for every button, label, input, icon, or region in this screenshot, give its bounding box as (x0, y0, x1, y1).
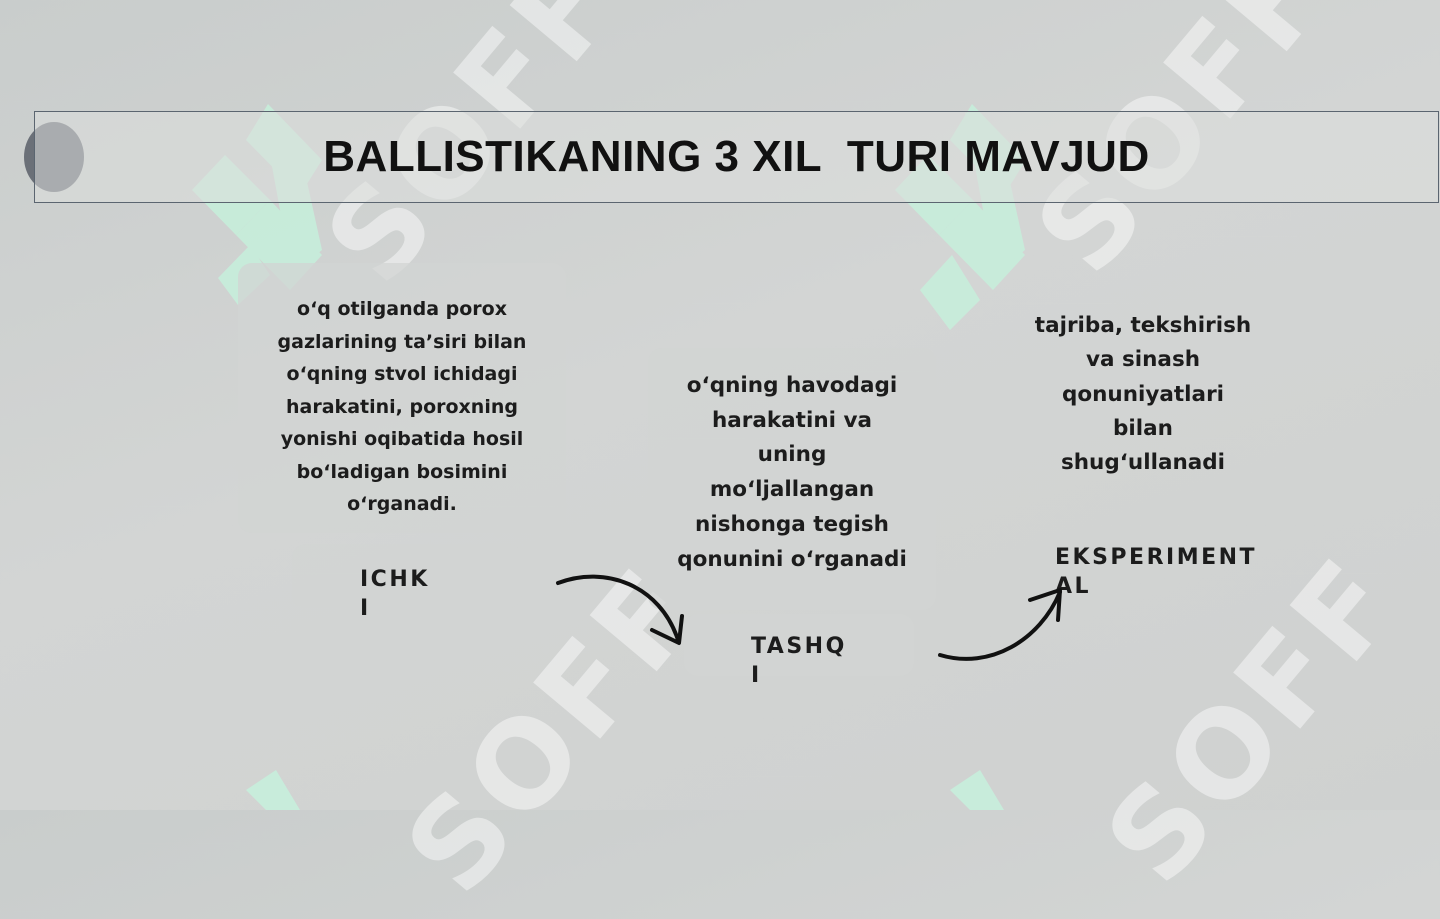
flow-arrows (556, 574, 1062, 661)
page-title: BALLISTIKANING 3 XIL TURI MAVJUD (323, 132, 1150, 181)
description-ichki: o‘q otilganda porox gazlarining ta’siri … (277, 298, 527, 515)
label-tashqi: TASHQ I (751, 634, 847, 688)
description-panel-tashqi (648, 348, 936, 610)
label-eksperimental: EKSPERIMENT AL (1055, 545, 1258, 599)
arrow-tashqi-to-eksperimental (938, 590, 1062, 661)
description-tashqi: o‘qning havodagi harakatini va uning mo‘… (677, 373, 907, 572)
arrow-ichki-to-tashqi (556, 574, 680, 642)
description-panel-ichki (238, 263, 566, 533)
label-ichki: ICHK I (360, 567, 430, 621)
arrow-ichki-to-tashqi-head (650, 614, 684, 645)
description-eksperimental: tajriba, tekshirish va sinash qonuniyatl… (1034, 313, 1252, 476)
title-bar: BALLISTIKANING 3 XIL TURI MAVJUD (34, 111, 1439, 203)
arrow-tashqi-to-eksperimental-head (1028, 588, 1062, 622)
label-panel-tashqi (684, 614, 914, 676)
label-panel-ichki (292, 544, 522, 608)
